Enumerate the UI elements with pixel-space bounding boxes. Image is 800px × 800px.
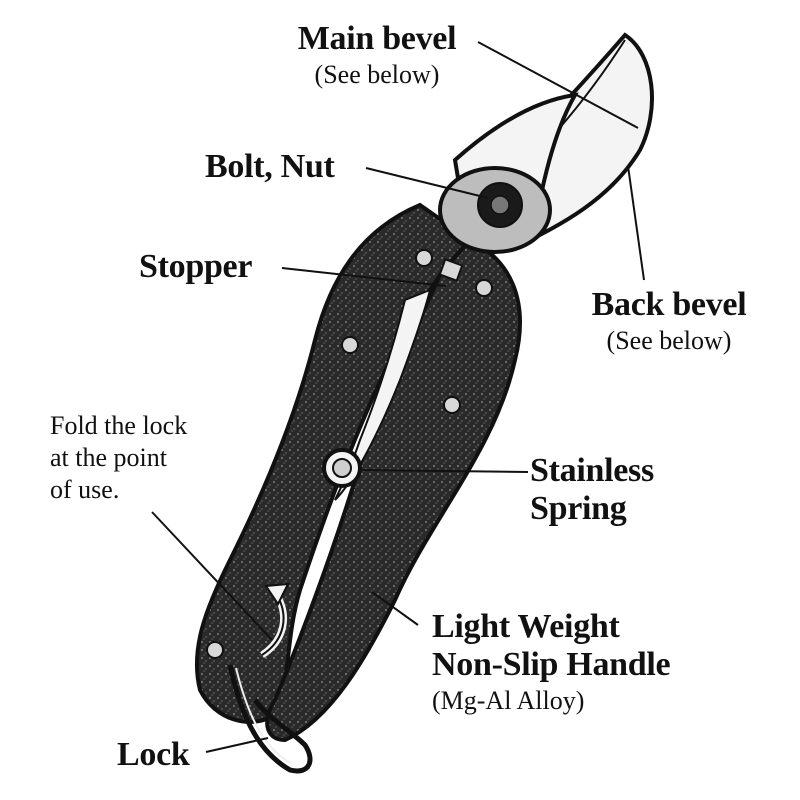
leader-main-bevel (477, 41, 639, 129)
rivet (206, 641, 224, 659)
back-bevel-note: (See below) (606, 326, 732, 355)
label-lock: Lock (117, 736, 190, 773)
handle-slot (334, 288, 432, 501)
leader-bolt-nut (365, 167, 489, 199)
fold-note-line: at the point (50, 443, 167, 472)
label-bolt-nut: Bolt, Nut (205, 148, 335, 185)
leader-back-bevel (627, 165, 645, 281)
leader-spring (361, 469, 529, 473)
spring-coil-inner (332, 458, 352, 478)
spring-line: Stainless (530, 452, 654, 489)
label-handle: Light Weight Non-Slip Handle (Mg-Al Allo… (432, 608, 671, 715)
rivet (341, 336, 359, 354)
label-back-bevel: Back bevel (See below) (576, 288, 762, 354)
lock-part (227, 664, 313, 774)
fold-arrow-head-icon (264, 582, 290, 606)
stopper-part (438, 258, 464, 282)
label-main-bevel: Main bevel (See below) (282, 22, 472, 88)
leader-fold-note (151, 511, 273, 641)
leader-handle (371, 591, 419, 626)
label-fold-note: Fold the lock at the point of use. (50, 410, 187, 506)
lock-part-hilite (235, 667, 291, 764)
fold-note-line: Fold the lock (50, 411, 188, 440)
rivet (443, 396, 461, 414)
label-stopper: Stopper (139, 248, 253, 285)
back-bevel-title: Back bevel (591, 286, 747, 323)
main-bevel-note: (See below) (314, 60, 440, 89)
bolt-center (490, 195, 510, 215)
leader-lock (205, 737, 269, 753)
handle-line: Non-Slip Handle (432, 646, 671, 683)
handle-line: Light Weight (432, 608, 620, 645)
rivet (415, 249, 433, 267)
fold-note-line: of use. (50, 475, 120, 504)
spring-line: Spring (530, 490, 627, 527)
main-bevel-title: Main bevel (297, 20, 457, 57)
leader-stopper (281, 267, 447, 287)
rivet (475, 279, 493, 297)
label-spring: Stainless Spring (530, 452, 654, 528)
handle-note: (Mg-Al Alloy) (432, 686, 585, 715)
